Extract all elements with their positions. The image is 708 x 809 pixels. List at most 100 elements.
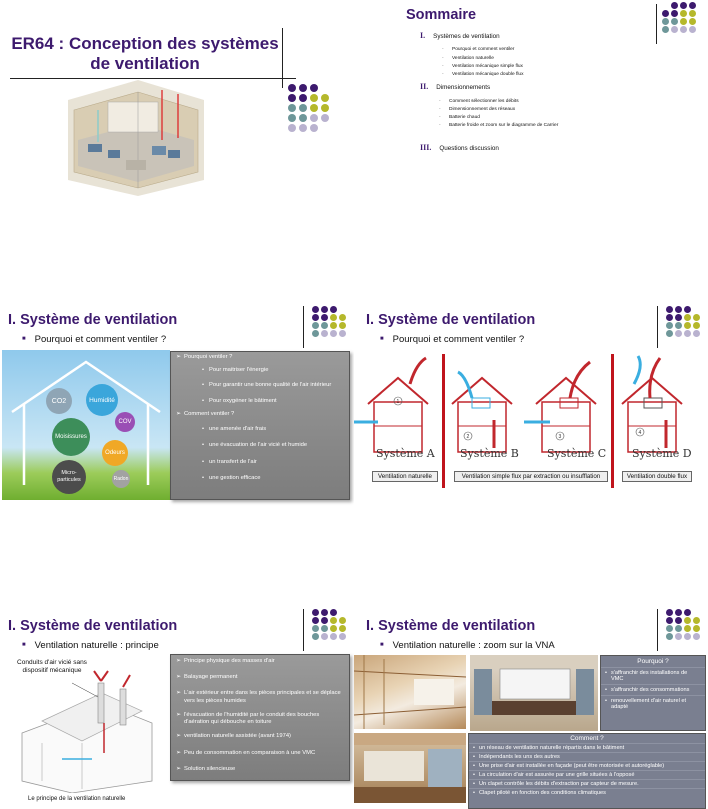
bubble-odeurs: Odeurs [102,440,128,466]
sommaire-section-3: III.Questions discussion [420,143,499,152]
why-heading: Pourquoi ventiler ? [174,354,346,361]
how-item: une évacuation de l'air vicié et humide [174,442,346,449]
principle-item: Peu de consommation en comparaison à une… [174,750,346,757]
sommaire-item: Ventilation mécanique double flux [442,72,524,77]
principle-box: Principe physique des masses d'air Balay… [170,654,350,781]
slide-title: I. Système de ventilation [8,312,178,328]
ventilation-systems-diagram: 1 2 3 [354,355,683,453]
house-outline-icon [11,360,161,485]
pourquoi-item: renouvellement d'air naturel et adapté [601,695,705,712]
house-d-icon: 4 [621,355,683,453]
caption-ventilation-naturelle: Ventilation naturelle [372,471,438,482]
comment-box: Comment ? un réseau de ventilation natur… [468,733,706,809]
pourquoi-box: Pourquoi ? s'affranchir des installation… [600,655,706,731]
decorative-dot-grid [312,306,347,337]
system-a-label: Système A [376,447,435,460]
how-item: une amenée d'air frais [174,426,346,433]
principle-item: Principe physique des masses d'air [174,658,346,665]
slide-ventilation-naturelle-principe: I. Système de ventilation Ventilation na… [0,607,354,809]
corridor-image [354,655,466,729]
sommaire-item: Ventilation mécanique simple flux [442,64,523,69]
separator-red-bar [442,354,445,488]
slide-title: I. Système de ventilation [8,618,178,634]
separator-red-bar [611,354,614,488]
decorative-dot-grid [666,306,701,337]
comment-item: Indépendants les uns des autres [469,752,705,761]
slide-systemes-abcd: I. Système de ventilation Pourquoi et co… [354,304,708,506]
office-photo [354,733,466,803]
comment-item: Clapet piloté en fonction des conditions… [469,788,705,797]
slide-subtitle: Pourquoi et comment ventiler ? [22,334,166,345]
slide-title: Sommaire [406,7,477,23]
meeting-room-image [470,655,598,715]
slide-pourquoi-ventiler: I. Système de ventilation Pourquoi et co… [0,304,354,506]
pourquoi-heading: Pourquoi ? [637,658,669,665]
comment-heading: Comment ? [570,735,604,742]
sommaire-item: Comment sélectionner les débits [439,99,519,104]
meeting-room-photo [470,655,598,731]
diagram-caption: Le principe de la ventilation naturelle [28,796,126,802]
how-item: une gestion efficace [174,475,346,482]
svg-text:1: 1 [397,399,400,405]
slide-title: I. Système de ventilation [366,312,536,328]
house-a-icon: 1 [354,356,429,453]
sommaire-item: Ventilation naturelle [442,56,494,61]
title-underline [10,78,296,79]
bubble-moisissures: Moisissures [52,418,90,456]
slide-subtitle: Ventilation naturelle : principe [22,640,159,651]
slide-title: I. Système de ventilation [366,618,536,634]
title-divider [303,609,304,651]
sommaire-item: Batterie chaud [439,115,480,120]
why-item: Pour oxygéner le bâtiment [174,398,346,405]
why-item: Pour maitriser l'énergie [174,367,346,374]
title-divider [282,28,283,88]
how-heading: Comment ventiler ? [174,411,346,418]
slide-sommaire: Sommaire I.Systèmes de ventilation Pourq… [354,0,708,202]
svg-text:3: 3 [559,434,562,440]
principle-item: Solution silencieuse [174,766,346,773]
title-divider [656,4,657,44]
pollutant-illustration: CO2 Humidité Moisissures COV Odeurs Micr… [2,350,170,500]
sommaire-item: Pourquoi et comment ventiler [442,47,514,52]
caption-double-flux: Ventilation double flux [622,471,692,482]
slide-subtitle: Ventilation naturelle : zoom sur la VNA [380,640,555,651]
bubble-cov: COV [115,412,135,432]
conduits-label: Conduits d'air vicié sans dispositif méc… [17,659,87,674]
system-c-label: Système C [547,447,607,460]
comment-item: Une prise d'air est installée en façade … [469,761,705,770]
principle-item: ventilation naturelle assistée (avant 19… [174,733,346,740]
principle-item: L'air extérieur entre dans les pièces pr… [174,690,346,704]
svg-text:2: 2 [467,434,470,440]
decorative-dot-grid [288,84,330,132]
decorative-dot-grid [312,609,347,640]
title-divider [657,609,658,651]
building-illustration [68,80,204,196]
system-d-label: Système D [632,447,692,460]
system-b-label: Système B [460,447,519,460]
svg-text:4: 4 [639,430,642,436]
caption-simple-flux: Ventilation simple flux par extraction o… [454,471,608,482]
slide-subtitle: Pourquoi et comment ventiler ? [380,334,524,345]
corridor-photo [354,655,466,729]
bubble-radon: Radon [112,470,130,488]
slide-zoom-vna: I. Système de ventilation Ventilation na… [354,607,708,809]
how-item: un transfert de l'air [174,459,346,466]
title-divider [303,306,304,348]
office-image [354,733,466,803]
sommaire-item: Dimensionnement des réseaux [439,107,515,112]
bubble-humidite: Humidité [86,384,118,416]
building-3d-image [68,80,204,196]
decorative-dot-grid [666,609,701,640]
natural-ventilation-house-diagram [21,670,153,793]
bubble-micro-particules: Micro-particules [52,460,86,494]
reasons-box: Pourquoi ventiler ? Pour maitriser l'éne… [170,351,350,500]
why-item: Pour garantir une bonne qualité de l'air… [174,382,346,389]
comment-item: un réseau de ventilation naturelle répar… [469,743,705,752]
principle-item: l'évacuation de l'humidité par le condui… [174,712,346,726]
sommaire-section-2: II.Dimensionnements [420,82,491,91]
bubble-co2: CO2 [46,388,72,414]
principle-item: Balayage permanent [174,674,346,681]
house-b-icon: 2 [451,370,513,453]
comment-item: Un clapet contrôle les débits d'extracti… [469,779,705,788]
title-divider [657,306,658,348]
